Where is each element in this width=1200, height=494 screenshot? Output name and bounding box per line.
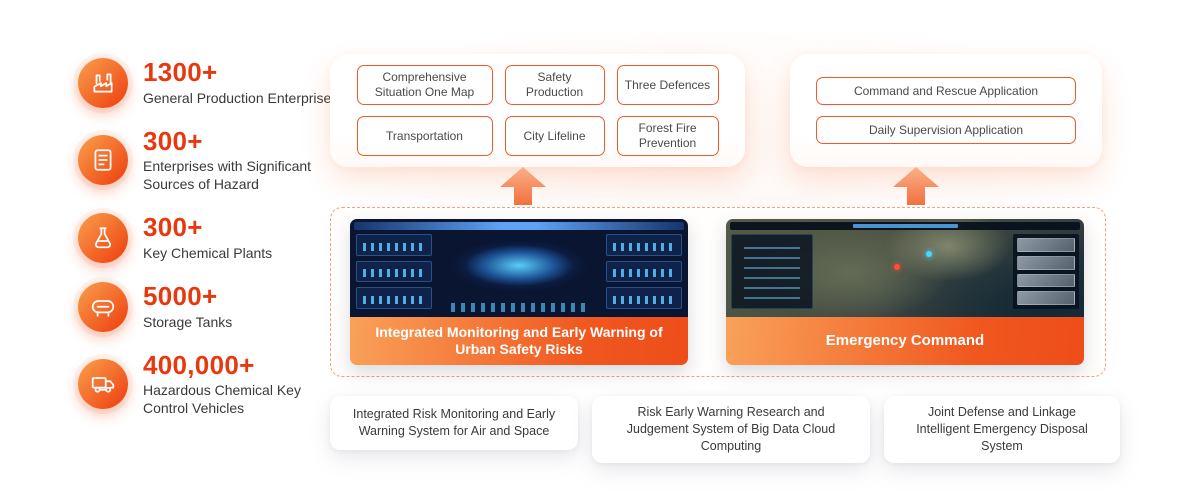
chart-widget [356, 260, 432, 283]
dashboard-header-bar [354, 222, 684, 230]
stat-label: Key Chemical Plants [143, 244, 273, 261]
command-info-panel [731, 234, 813, 309]
stat-value: 1300+ [143, 57, 218, 88]
stat-row-chemical-plants: 300+ Key Chemical Plants [78, 213, 339, 263]
hazard-document-icon [78, 135, 128, 186]
chemical-flask-icon [78, 212, 128, 263]
stat-label: Storage Tanks [143, 313, 233, 330]
pill-row: Transportation City Lifeline Forest Fire… [356, 116, 719, 156]
tag-three-defences: Three Defences [616, 65, 719, 105]
chart-widget [356, 287, 432, 310]
system-card-air-space: Integrated Risk Monitoring and Early War… [330, 396, 578, 450]
emergency-command-screenshot [726, 219, 1084, 317]
tag-forest-fire-prevention: Forest Fire Prevention [616, 116, 719, 156]
video-thumbnail [1017, 238, 1075, 252]
up-arrow-icon [893, 167, 939, 205]
dashboard-right-widgets [606, 234, 682, 310]
dashboard-left-widgets [356, 234, 432, 310]
command-panel-caption: Emergency Command [726, 317, 1084, 365]
monitoring-panel: Integrated Monitoring and Early Warning … [350, 219, 688, 365]
tag-comprehensive-situation-one-map: Comprehensive Situation One Map [356, 65, 493, 105]
stats-column: 1300+ General Production Enterprises 300… [78, 58, 339, 418]
pill-row: Comprehensive Situation One Map Safety P… [356, 65, 719, 105]
stat-value: 300+ [143, 212, 203, 243]
pill-row: Daily Supervision Application [816, 116, 1076, 144]
chart-widget [606, 287, 682, 310]
pill-row: Command and Rescue Application [816, 77, 1076, 105]
chart-widget [606, 234, 682, 256]
tag-transportation: Transportation [356, 116, 493, 156]
stat-row-control-vehicles: 400,000+ Hazardous Chemical Key Control … [78, 349, 339, 418]
stat-row-general-enterprises: 1300+ General Production Enterprises [78, 58, 339, 108]
video-thumbnail [1017, 291, 1075, 305]
monitoring-dashboard-screenshot [350, 219, 688, 317]
stat-value: 300+ [143, 126, 203, 156]
storage-tank-icon [78, 281, 128, 332]
stat-value: 400,000+ [143, 349, 255, 380]
command-panel: Emergency Command [726, 219, 1084, 365]
platform-tags-card: Comprehensive Situation One Map Safety P… [330, 54, 745, 167]
chart-widget [356, 234, 432, 256]
tag-daily-supervision-application: Daily Supervision Application [816, 116, 1076, 144]
tag-safety-production: Safety Production [504, 65, 605, 105]
stat-label: Enterprises with Significant Sources of … [143, 158, 312, 193]
application-tags-card: Command and Rescue Application Daily Sup… [790, 54, 1102, 167]
stat-row-storage-tanks: 5000+ Storage Tanks [78, 282, 339, 332]
video-thumbnail [1017, 255, 1075, 270]
system-card-joint-defense: Joint Defense and Linkage Intelligent Em… [884, 396, 1120, 463]
tag-city-lifeline: City Lifeline [504, 116, 605, 156]
stat-row-hazard-sources: 300+ Enterprises with Significant Source… [78, 126, 339, 194]
factory-icon [78, 58, 128, 108]
command-video-thumbnails [1013, 234, 1079, 309]
tag-command-and-rescue-application: Command and Rescue Application [816, 77, 1076, 105]
up-arrow-icon [500, 167, 546, 205]
video-thumbnail [1017, 273, 1075, 288]
chart-widget [606, 260, 682, 283]
truck-icon [78, 359, 128, 410]
incident-marker-dot [894, 264, 901, 271]
dashboard-bottom-bars [451, 303, 587, 312]
city-map-glow [441, 235, 597, 296]
stat-label: Hazardous Chemical Key Control Vehicles [143, 382, 301, 416]
stat-value: 5000+ [143, 281, 218, 312]
stat-label: General Production Enterprises [143, 89, 339, 106]
command-header-bar [730, 222, 1080, 230]
system-card-big-data: Risk Early Warning Research and Judgemen… [592, 396, 870, 463]
monitoring-panel-caption: Integrated Monitoring and Early Warning … [350, 317, 688, 365]
resource-marker-dot [926, 251, 933, 258]
